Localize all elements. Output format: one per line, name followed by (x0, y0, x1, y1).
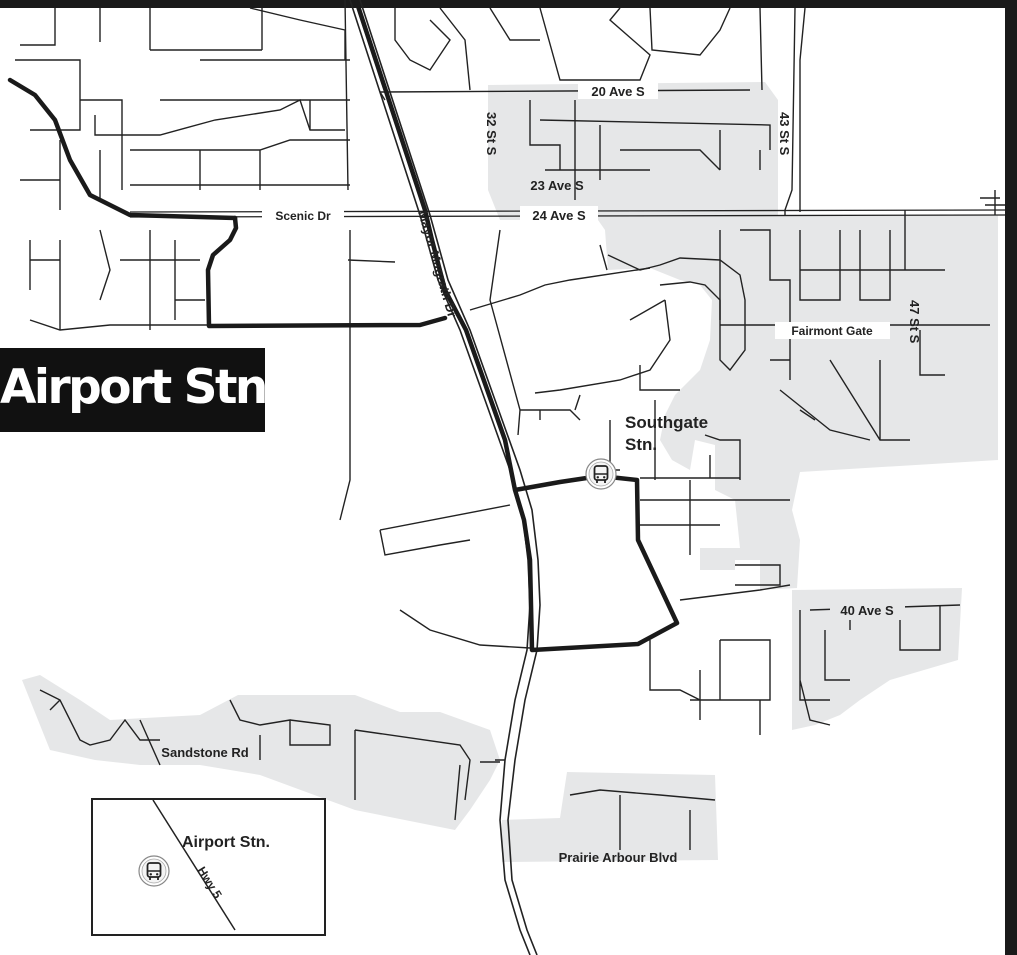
street-label-mayor-magrath-dr: Mayor Magrath Dr (415, 209, 460, 319)
street-label-20-ave-s: 20 Ave S (591, 84, 645, 99)
banner-title: Airport Stn. (0, 360, 265, 415)
street-label-43-st-s: 43 St S (777, 112, 792, 156)
southgate-station-name: Southgate (625, 413, 708, 432)
bus-icon[interactable] (138, 855, 170, 887)
destination-banner: Airport Stn. (0, 348, 265, 432)
top-frame (0, 0, 1017, 8)
street-label-32-st-s: 32 St S (484, 112, 499, 156)
street-label-24-ave-s: 24 Ave S (532, 208, 586, 223)
southgate-station-label: Southgate Stn. (625, 413, 708, 454)
bus-icon[interactable] (585, 458, 617, 490)
airport-station-label: Airport Stn. (182, 834, 270, 851)
bus-route (7, 0, 680, 653)
street-label-sandstone-rd: Sandstone Rd (161, 745, 248, 760)
street-label-fairmont-gate: Fairmont Gate (791, 324, 873, 338)
residential-areas (22, 82, 998, 862)
street-label-prairie-arbour-blvd: Prairie Arbour Blvd (559, 850, 678, 865)
street-label-40-ave-s: 40 Ave S (840, 603, 894, 618)
airport-inset: Airport Stn. Hwy 5 (91, 798, 326, 936)
loop-road (607, 254, 746, 372)
street-label-scenic-dr: Scenic Dr (275, 209, 331, 223)
southgate-station-suffix: Stn. (625, 435, 657, 454)
right-frame (1005, 0, 1017, 955)
street-label-23-ave-s: 23 Ave S (530, 178, 584, 193)
street-label-47-st-s: 47 St S (907, 300, 922, 344)
